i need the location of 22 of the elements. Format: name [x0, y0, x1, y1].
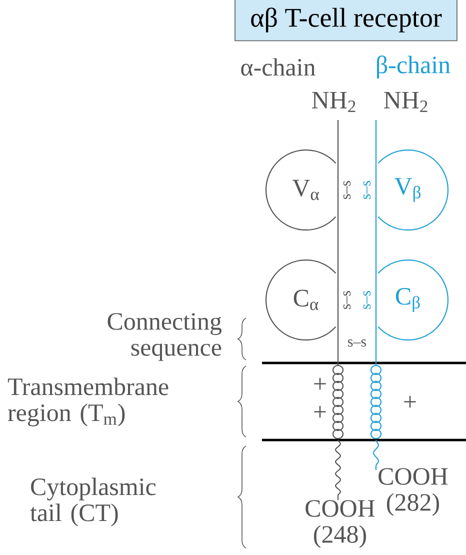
disulfide-bond-label: s–s [362, 289, 372, 311]
disulfide-bond-label: s–s [342, 179, 352, 201]
domain-loop: V$_{α}$ [265, 149, 336, 231]
charge-label: + [314, 378, 326, 390]
domain-loop: C$_{β}$ [378, 259, 449, 341]
terminus-label: NH$_{2}$ [312, 92, 356, 112]
disulfide-bond-label: s–s [342, 289, 352, 311]
region-label: Cytoplasmic tail (CT) [30, 478, 156, 526]
charge-label: + [404, 396, 416, 408]
terminus-label: COOH (248) [306, 500, 375, 548]
terminus-label: NH$_{2}$ [384, 92, 428, 112]
title-box: αβ T-cell receptor [234, 0, 458, 42]
disulfide-bond-label: s–s [362, 179, 372, 201]
chain-label: α-chain [241, 58, 316, 76]
region-label: Transmembrane region (T$_{m}$) [8, 378, 168, 426]
domain-loop: V$_{β}$ [378, 149, 449, 231]
terminus-label: COOH (282) [378, 468, 448, 516]
chain-label: β-chain [377, 56, 450, 78]
domain-loop: C$_{α}$ [265, 259, 336, 341]
charge-label: + [314, 406, 326, 418]
disulfide-bond-label: s–s [346, 338, 368, 348]
region-label: Connecting sequence [108, 313, 222, 361]
